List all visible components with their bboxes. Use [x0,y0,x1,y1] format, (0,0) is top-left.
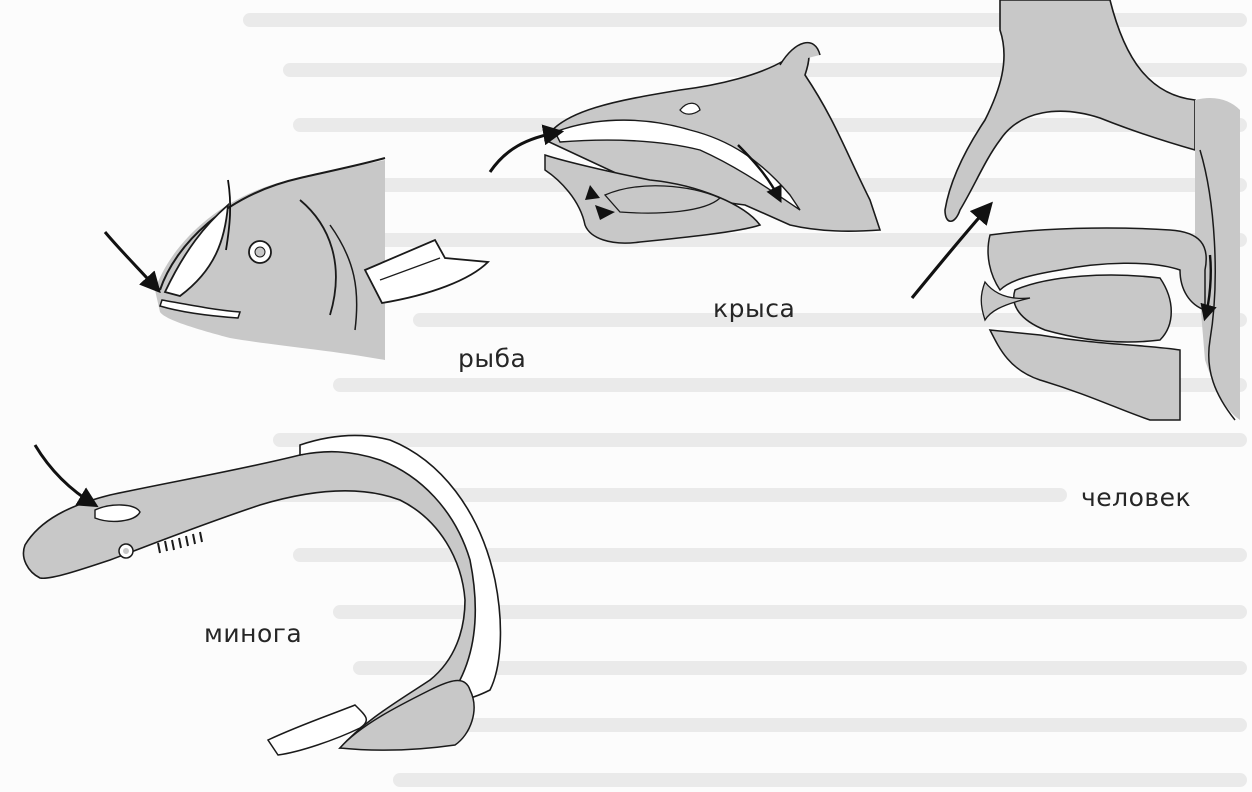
label-human: человек [1081,483,1191,512]
human-tongue [1014,275,1172,342]
label-fish: рыба [458,344,526,373]
airflow-arrow-icon [105,232,158,290]
label-lamprey: минога [204,619,302,648]
lamprey-drawing [23,435,500,755]
airflow-arrow-icon [35,445,95,505]
human-chin [990,330,1180,420]
label-rat: крыса [713,294,795,323]
